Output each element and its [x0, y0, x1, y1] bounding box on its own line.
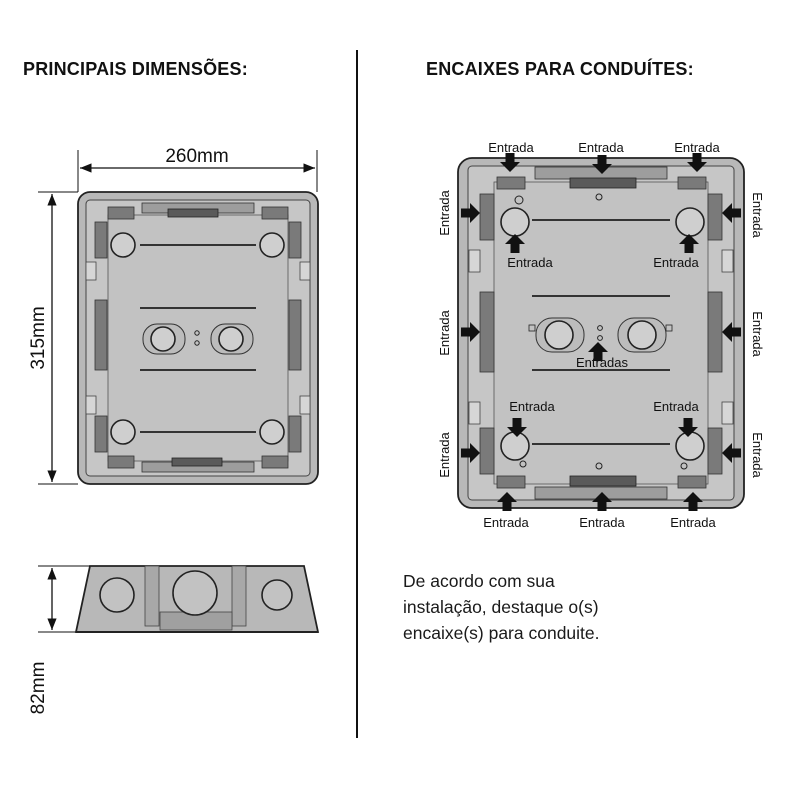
depth-dimension — [38, 565, 90, 633]
entry-arrow — [507, 418, 527, 437]
entry-label-top-right: Entrada — [674, 140, 720, 155]
installation-note-line: instalação, destaque o(s) — [403, 597, 599, 617]
entry-arrow — [722, 322, 741, 342]
knockout-view-box — [457, 157, 745, 509]
entry-label-left-upper: Entrada — [437, 189, 452, 235]
entry-arrow — [679, 234, 699, 253]
entry-label-inner-lower-right: Entrada — [653, 399, 699, 414]
installation-note-line: De acordo com sua — [403, 571, 555, 591]
front-view-box — [77, 191, 319, 485]
entry-label-inner-upper-left: Entrada — [507, 255, 553, 270]
entry-label-bottom-right: Entrada — [670, 515, 716, 530]
height-dimension — [38, 191, 78, 485]
entry-label-bottom-center: Entrada — [579, 515, 625, 530]
main-dimensions-heading: PRINCIPAIS DIMENSÕES: — [23, 59, 248, 79]
entry-arrow — [683, 492, 703, 511]
width-dimension — [77, 150, 318, 192]
entry-arrow — [500, 153, 520, 172]
conduit-knockouts-heading: ENCAIXES PARA CONDUÍTES: — [426, 59, 694, 79]
height-dimension-label: 315mm — [28, 306, 49, 369]
entry-label-right-upper: Entrada — [750, 192, 765, 238]
entry-arrow — [592, 155, 612, 174]
entry-label-left-middle: Entrada — [437, 309, 452, 355]
entry-arrow — [722, 443, 741, 463]
entry-arrow — [592, 492, 612, 511]
installation-note: De acordo com sua instalação, destaque o… — [403, 568, 600, 646]
entry-label-top-left: Entrada — [488, 140, 534, 155]
entry-label-top-center: Entrada — [578, 140, 624, 155]
entry-arrow — [461, 443, 480, 463]
entry-arrow — [687, 153, 707, 172]
entry-arrow — [588, 342, 608, 361]
entry-arrow — [497, 492, 517, 511]
installation-note-line: encaixe(s) para conduite. — [403, 623, 600, 643]
entry-arrow — [505, 234, 525, 253]
entry-label-inner-lower-left: Entrada — [509, 399, 555, 414]
width-dimension-label: 260mm — [165, 146, 228, 167]
depth-dimension-label: 82mm — [28, 662, 49, 715]
entry-label-left-lower: Entrada — [437, 431, 452, 477]
entry-label-right-lower: Entrada — [750, 432, 765, 478]
side-view-box — [74, 565, 320, 633]
entry-label-bottom-left: Entrada — [483, 515, 529, 530]
entry-label-right-middle: Entrada — [750, 311, 765, 357]
entries-label-center: Entradas — [576, 355, 629, 370]
entry-arrow — [722, 203, 741, 223]
entry-arrow — [678, 418, 698, 437]
entry-arrow — [461, 203, 480, 223]
entry-label-inner-upper-right: Entrada — [653, 255, 699, 270]
entry-arrow — [461, 322, 480, 342]
